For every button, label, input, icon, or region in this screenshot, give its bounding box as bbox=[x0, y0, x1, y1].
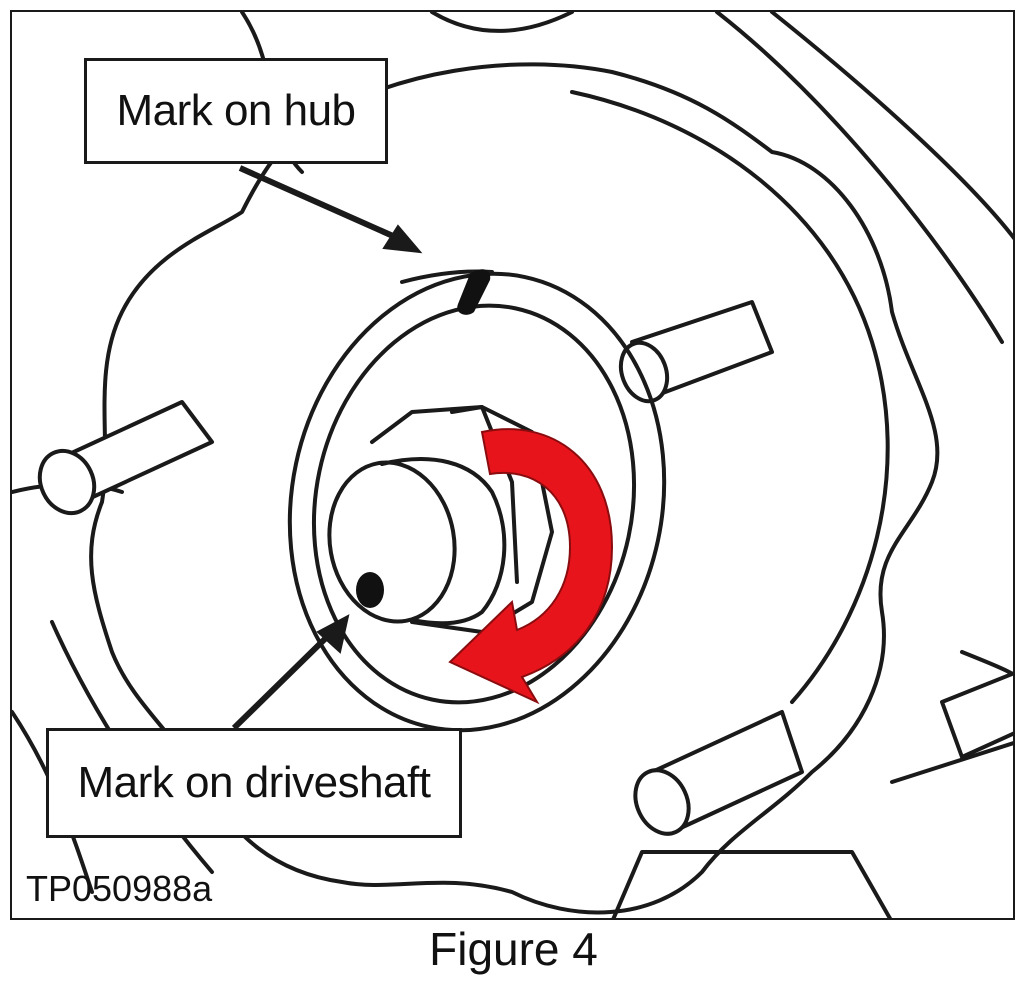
figure-caption: Figure 4 bbox=[429, 923, 598, 975]
hub-inner-ring bbox=[311, 303, 637, 705]
hub-outer-ring bbox=[287, 271, 667, 733]
figure-id: TP050988a bbox=[26, 868, 213, 909]
wheel-stud-bottom bbox=[633, 710, 804, 836]
wheel-stud-lower-right bbox=[940, 671, 1013, 759]
wheel-hub-illustration bbox=[12, 12, 1013, 918]
driveshaft-mark bbox=[356, 572, 384, 608]
hub-pointer-head bbox=[382, 224, 423, 254]
knuckle-outline-2 bbox=[430, 12, 574, 33]
hub-mark bbox=[457, 269, 491, 315]
wheel-stud-right bbox=[618, 300, 774, 404]
lower-body-outline-2 bbox=[890, 741, 1013, 784]
callout-driveshaft-label: Mark on driveshaft bbox=[77, 758, 431, 807]
driveshaft-shank bbox=[380, 457, 507, 626]
lower-body-outline-3 bbox=[960, 650, 1013, 677]
lower-body-outline bbox=[611, 850, 893, 918]
diagram-frame: Mark on hub Mark on driveshaft TP050988a bbox=[10, 10, 1015, 920]
knuckle-outline-3 bbox=[770, 12, 1013, 241]
wheel-stud-left bbox=[37, 400, 214, 516]
driveshaft-pointer-line bbox=[231, 629, 335, 731]
rotation-arrow bbox=[448, 428, 614, 705]
callout-hub-label: Mark on hub bbox=[116, 86, 356, 135]
callout-mark-on-driveshaft: Mark on driveshaft bbox=[46, 728, 462, 838]
knuckle-outline-4 bbox=[715, 12, 1004, 344]
driveshaft-end bbox=[327, 460, 457, 624]
hub-pointer-line bbox=[238, 165, 404, 243]
callout-mark-on-hub: Mark on hub bbox=[84, 58, 388, 164]
flange-inner-ring bbox=[570, 90, 890, 704]
driveshaft-pointer-head bbox=[316, 614, 350, 654]
